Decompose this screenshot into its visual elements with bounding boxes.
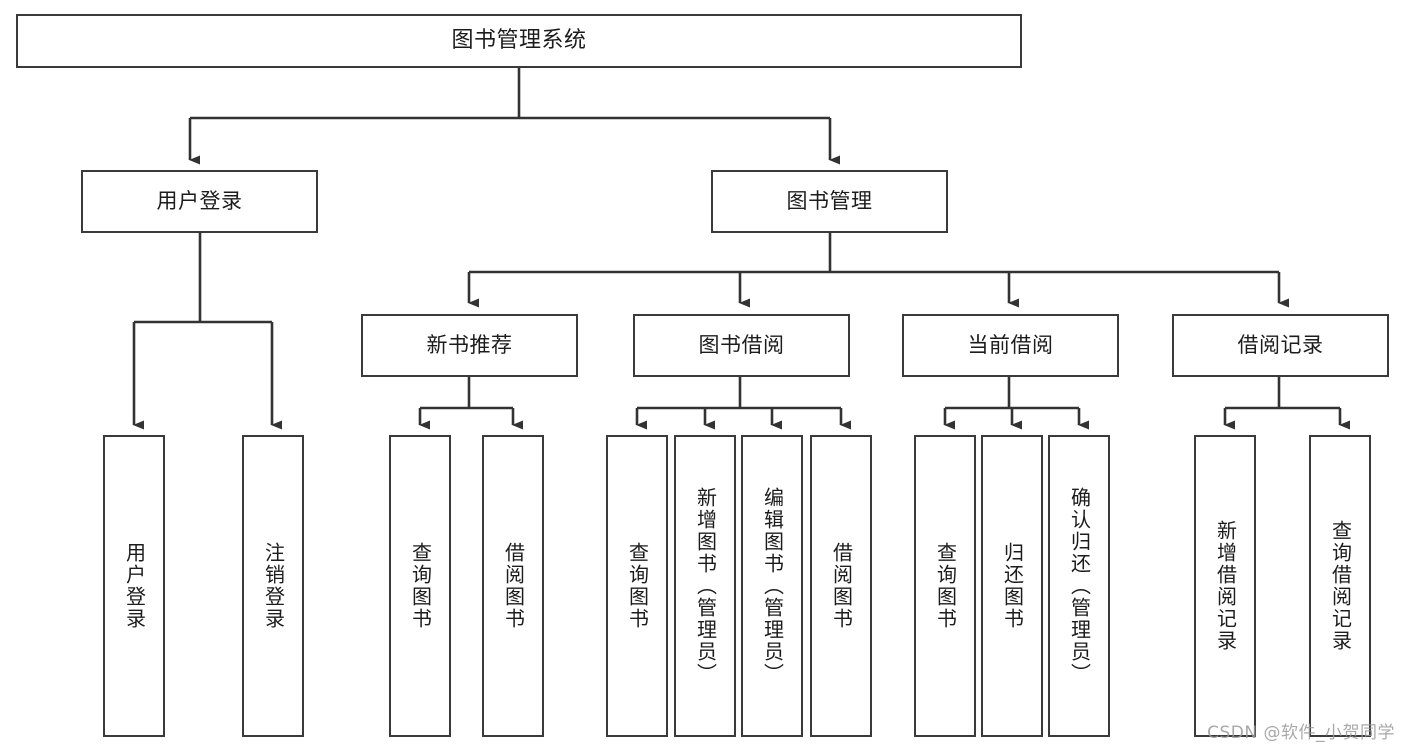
node-label: 图书管理: [786, 189, 873, 214]
node-label: 用户登录: [122, 542, 147, 630]
node-label: 注销登录: [261, 542, 286, 630]
node-label: 新增借阅记录: [1213, 520, 1238, 652]
leaf-return-book[interactable]: 归还图书: [981, 435, 1043, 737]
node-borrow-record[interactable]: 借阅记录: [1172, 314, 1389, 377]
node-user-login[interactable]: 用户登录: [81, 170, 318, 233]
node-label: 当前借阅: [967, 333, 1054, 358]
node-label: 编辑图书（管理员）: [760, 487, 785, 685]
node-label: 归还图书: [1000, 542, 1025, 630]
node-label: 借阅记录: [1237, 333, 1324, 358]
leaf-user-login[interactable]: 用户登录: [103, 435, 165, 737]
leaf-query-book-recommend[interactable]: 查询图书: [389, 435, 451, 737]
node-new-book-recommend[interactable]: 新书推荐: [361, 314, 578, 377]
node-label: 借阅图书: [829, 542, 854, 630]
node-label: 确认归还（管理员）: [1067, 487, 1092, 685]
node-label: 图书借阅: [698, 333, 785, 358]
node-book-management[interactable]: 图书管理: [711, 170, 948, 233]
node-book-borrow[interactable]: 图书借阅: [633, 314, 850, 377]
leaf-logout-login[interactable]: 注销登录: [242, 435, 304, 737]
leaf-add-borrow-record[interactable]: 新增借阅记录: [1194, 435, 1256, 737]
leaf-confirm-return-admin[interactable]: 确认归还（管理员）: [1048, 435, 1110, 737]
node-label: 用户登录: [156, 189, 243, 214]
node-label: 查询图书: [933, 542, 958, 630]
node-label: 查询图书: [408, 542, 433, 630]
node-label: 查询图书: [625, 542, 650, 630]
node-label: 新增图书（管理员）: [693, 487, 718, 685]
node-label: 查询借阅记录: [1328, 520, 1353, 652]
leaf-query-borrow-record[interactable]: 查询借阅记录: [1309, 435, 1371, 737]
leaf-borrow-book[interactable]: 借阅图书: [810, 435, 872, 737]
node-root-book-management-system[interactable]: 图书管理系统: [16, 14, 1022, 68]
leaf-borrow-book-recommend[interactable]: 借阅图书: [482, 435, 544, 737]
node-label: 图书管理系统: [451, 28, 587, 54]
watermark-text: CSDN @软件_小贺同学: [1207, 723, 1395, 743]
node-label: 新书推荐: [426, 333, 513, 358]
leaf-edit-book-admin[interactable]: 编辑图书（管理员）: [741, 435, 803, 737]
leaf-query-book-current[interactable]: 查询图书: [914, 435, 976, 737]
node-label: 借阅图书: [501, 542, 526, 630]
leaf-add-book-admin[interactable]: 新增图书（管理员）: [674, 435, 736, 737]
node-current-borrow[interactable]: 当前借阅: [902, 314, 1119, 377]
leaf-query-book-borrow[interactable]: 查询图书: [606, 435, 668, 737]
